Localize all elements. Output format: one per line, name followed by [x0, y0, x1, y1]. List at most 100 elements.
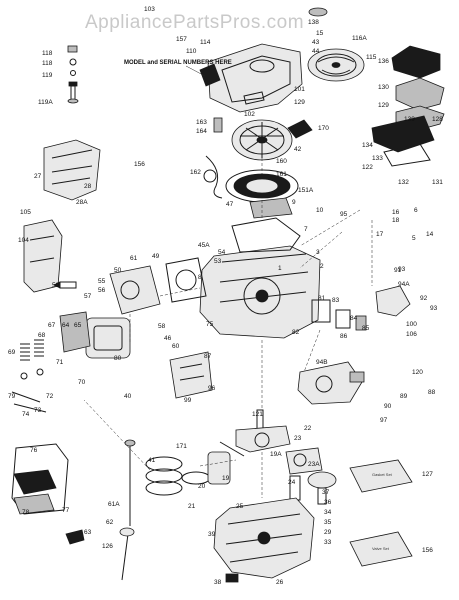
- callout: 79: [8, 393, 16, 400]
- callout: 61: [130, 255, 138, 262]
- callout: 9: [292, 199, 296, 206]
- oil-sump[interactable]: [213, 497, 315, 583]
- callout: 58: [158, 323, 166, 330]
- callout: 45A: [198, 242, 210, 249]
- callout: 14: [426, 231, 434, 238]
- callout: 29: [324, 529, 332, 536]
- callout: 36: [324, 499, 332, 506]
- air-cleaner[interactable]: [371, 45, 445, 167]
- gasket-set-label: Gasket Set: [372, 472, 393, 477]
- callout: 133: [372, 155, 383, 162]
- callout: 83: [332, 297, 340, 304]
- callout: 74: [22, 411, 30, 418]
- callout: 95: [340, 211, 348, 218]
- callout: 103: [144, 6, 155, 13]
- choke-hardware: [67, 45, 79, 104]
- wiring-harness: [203, 155, 223, 199]
- valve-set-box[interactable]: Valve Set: [349, 531, 413, 567]
- callout: 53: [214, 258, 222, 265]
- callout: 94A: [398, 281, 410, 288]
- cylinder-shroud[interactable]: [43, 139, 101, 201]
- callout: 63: [84, 529, 92, 536]
- engine-block[interactable]: [199, 197, 321, 339]
- callout: 26: [276, 579, 284, 586]
- callout: 120: [412, 369, 423, 376]
- breather-cover[interactable]: [169, 351, 213, 399]
- camshaft[interactable]: [307, 471, 337, 505]
- callout: 24: [288, 479, 296, 486]
- callout: 96: [208, 385, 216, 392]
- callout: 62: [106, 519, 114, 526]
- callout: 22: [304, 425, 312, 432]
- callout: 67: [48, 322, 56, 329]
- callout: 46: [164, 335, 172, 342]
- air-filter-bottom[interactable]: [11, 443, 69, 515]
- callout: 84: [350, 315, 358, 322]
- callout: 89: [400, 393, 408, 400]
- callout: 86: [340, 333, 348, 340]
- callout: 78: [22, 509, 30, 516]
- cylinder-head[interactable]: [109, 257, 207, 315]
- callout: 94B: [316, 359, 328, 366]
- callout: 151A: [298, 187, 314, 194]
- callout: 93: [430, 305, 438, 312]
- callout: 156: [422, 547, 433, 554]
- callout: 39: [208, 531, 216, 538]
- callout: 104: [18, 237, 29, 244]
- callout: 40: [124, 393, 132, 400]
- muffler[interactable]: [59, 311, 131, 359]
- callout: 101: [294, 86, 305, 93]
- crankshaft[interactable]: [235, 409, 291, 453]
- callout-labels: 103 157 114 110 138 15 43 44 116A 115 11…: [8, 6, 443, 586]
- dipstick[interactable]: [119, 439, 136, 581]
- callout: 37: [322, 489, 330, 496]
- callout: 163: [196, 119, 207, 126]
- ignition-module[interactable]: [287, 119, 313, 139]
- callout: 134: [362, 142, 373, 149]
- callout: 129: [294, 99, 305, 106]
- callout: 17: [376, 231, 384, 238]
- callout: 72: [46, 393, 54, 400]
- callout: 43: [312, 39, 320, 46]
- callout: 160: [276, 158, 287, 165]
- callout: 42: [294, 146, 302, 153]
- callout: 118: [42, 50, 53, 57]
- intake-manifold[interactable]: [311, 299, 367, 331]
- blower-housing[interactable]: [199, 43, 303, 113]
- alternator-stator[interactable]: [225, 169, 299, 203]
- callout: 102: [244, 111, 255, 118]
- callout: 119A: [38, 99, 53, 106]
- callout: 77: [62, 507, 70, 514]
- callout: 10: [316, 207, 324, 214]
- callout: 75: [206, 321, 214, 328]
- callout: 132: [398, 179, 409, 186]
- callout: 82: [292, 329, 300, 336]
- callout: 41: [148, 457, 156, 464]
- callout: 15: [316, 30, 324, 37]
- callout: 44: [312, 48, 320, 55]
- callout: 2: [320, 263, 324, 270]
- callout: 20: [198, 483, 206, 490]
- callout: 131: [432, 179, 443, 186]
- callout: 21: [188, 503, 196, 510]
- flywheel[interactable]: [213, 117, 293, 161]
- callout: 16: [392, 209, 400, 216]
- callout: 7: [304, 226, 308, 233]
- callout: 71: [56, 359, 64, 366]
- rewind-starter[interactable]: [307, 7, 365, 82]
- callout: 118: [42, 60, 53, 67]
- callout: 121: [252, 411, 263, 418]
- callout: 33: [324, 539, 332, 546]
- gasket-set-box[interactable]: Gasket Set: [349, 459, 413, 493]
- piston-rings[interactable]: [145, 441, 245, 496]
- valve-set-label: Valve Set: [372, 546, 390, 551]
- callout: 156: [134, 161, 145, 168]
- callout: 18: [392, 217, 400, 224]
- callout: 76: [30, 447, 38, 454]
- callout: 61A: [108, 501, 120, 508]
- callout: 54: [218, 249, 226, 256]
- carburetor[interactable]: [297, 285, 411, 405]
- callout: 106: [406, 331, 417, 338]
- callout: 157: [176, 36, 187, 43]
- callout: 139: [404, 116, 415, 123]
